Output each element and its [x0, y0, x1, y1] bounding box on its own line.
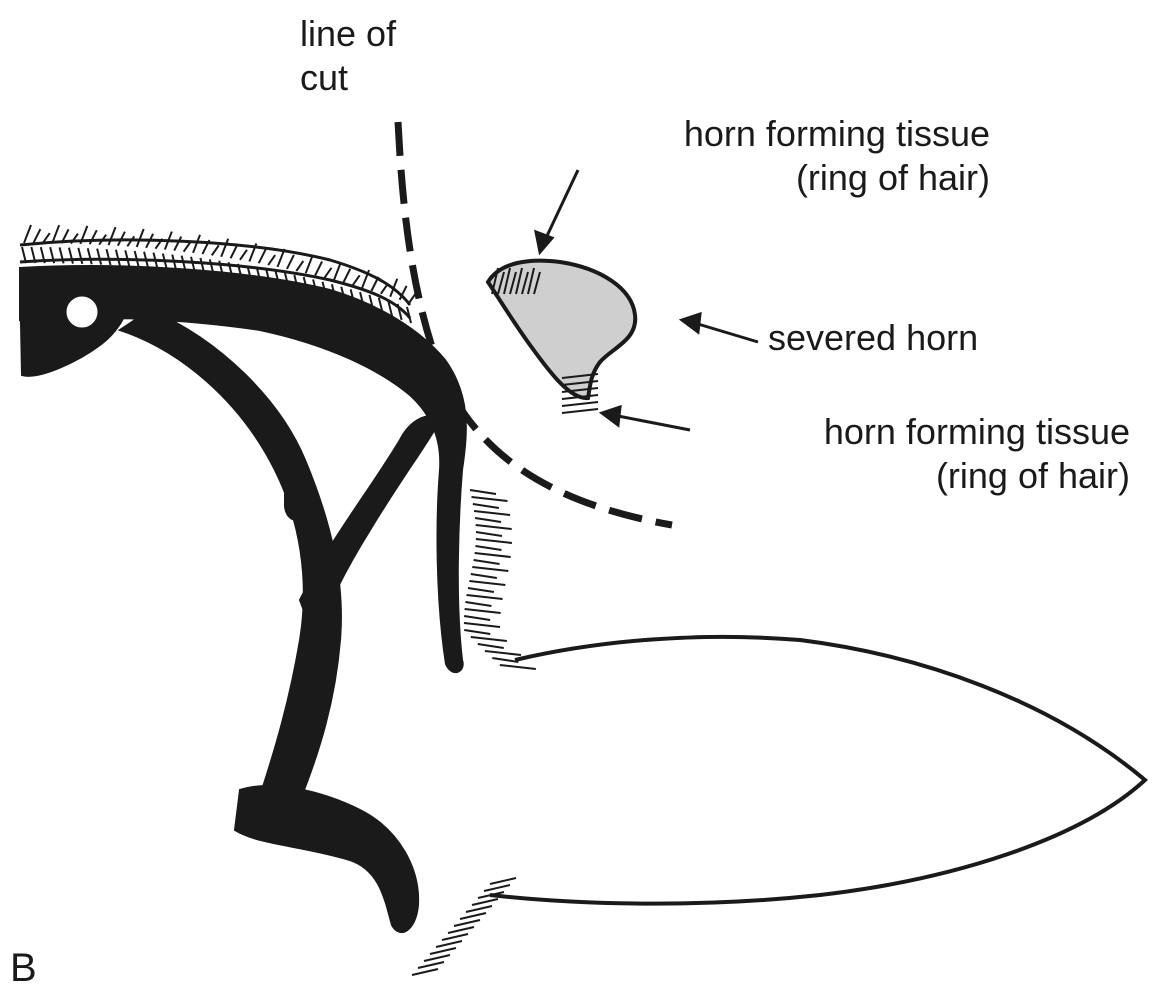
head-outline: [490, 637, 1145, 904]
label-line-of-cut-2: cut: [300, 56, 396, 100]
hair-stroke: [88, 248, 92, 264]
hair-stroke: [460, 913, 486, 919]
hair-stroke: [306, 255, 313, 273]
label-horn-tissue-top: horn forming tissue (ring of hair): [560, 112, 990, 200]
hair-stroke: [381, 284, 388, 294]
hair-stroke: [221, 239, 228, 257]
label-line-of-cut: line of cut: [300, 12, 396, 100]
hair-stroke: [490, 878, 516, 884]
hair-stroke: [484, 885, 510, 891]
hair-stroke: [430, 948, 456, 954]
hair-stroke: [109, 227, 116, 245]
label-line-of-cut-1: line of: [300, 12, 396, 56]
hair-stroke: [478, 644, 504, 648]
hair-stroke: [476, 539, 512, 543]
hair-stroke: [174, 237, 181, 251]
hair-stroke: [485, 651, 521, 655]
hair-stroke: [464, 623, 500, 627]
hair-stroke: [184, 242, 191, 252]
hair-stroke: [475, 553, 511, 557]
hair-stroke: [471, 637, 507, 641]
panel-letter: B: [10, 946, 37, 990]
hair-stroke: [259, 249, 266, 263]
hair-stroke: [334, 262, 341, 280]
hair-stroke: [466, 906, 492, 912]
hair-stroke: [472, 899, 498, 905]
hair-stroke: [69, 248, 73, 264]
hair-stroke: [212, 245, 219, 255]
hair-stroke: [472, 567, 508, 571]
hair-stroke: [240, 250, 247, 260]
hair-stroke: [287, 255, 294, 269]
hair-stroke: [474, 560, 500, 564]
hair-stroke: [424, 955, 450, 961]
hair-stroke: [562, 402, 598, 406]
hair-stroke: [343, 269, 350, 283]
face-hair-top: [464, 490, 536, 669]
label-horn-tissue-bottom-1: horn forming tissue: [700, 410, 1130, 454]
hair-stroke: [193, 235, 200, 253]
hair-stroke: [476, 532, 502, 536]
hair-stroke: [471, 497, 507, 501]
hair-stroke: [296, 261, 303, 271]
label-horn-tissue-top-2: (ring of hair): [560, 156, 990, 200]
hair-stroke: [137, 229, 144, 247]
hair-stroke: [268, 255, 275, 265]
hair-stroke: [116, 250, 120, 266]
arrow-to-bottom-tissue: [602, 407, 690, 430]
hair-stroke: [464, 630, 490, 634]
hair-stroke: [465, 602, 491, 606]
hair-stroke: [470, 490, 496, 494]
hair-stroke: [492, 658, 518, 662]
hair-stroke: [467, 595, 503, 599]
hair-stroke: [78, 248, 82, 264]
hair-stroke: [562, 409, 598, 413]
hair-stroke: [476, 525, 512, 529]
label-severed-horn-text: severed horn: [768, 317, 978, 358]
label-horn-tissue-top-1: horn forming tissue: [560, 112, 990, 156]
skull-bone: [20, 266, 466, 932]
hair-stroke: [436, 941, 462, 947]
label-severed-horn: severed horn: [768, 316, 978, 360]
hair-stroke: [474, 511, 510, 515]
hair-stroke: [418, 962, 444, 968]
hair-stroke: [231, 244, 238, 258]
hair-stroke: [473, 504, 499, 508]
severed-horn: [488, 261, 635, 398]
hair-stroke: [465, 609, 501, 613]
hair-stroke: [353, 275, 360, 285]
hair-stroke: [448, 927, 474, 933]
hair-stroke: [454, 920, 480, 926]
hair-stroke: [500, 665, 536, 669]
hair-stroke: [442, 934, 468, 940]
hair-stroke: [469, 581, 505, 585]
arrow-to-severed-horn: [682, 314, 758, 342]
hair-stroke: [97, 249, 101, 265]
hair-stroke: [475, 518, 501, 522]
hair-stroke: [412, 969, 438, 975]
hair-stroke: [371, 277, 378, 291]
hair-stroke: [24, 225, 31, 243]
hair-stroke: [33, 229, 40, 243]
hair-stroke: [464, 616, 490, 620]
hair-stroke: [468, 588, 494, 592]
hair-stroke: [324, 268, 331, 278]
hair-stroke: [90, 230, 97, 244]
hair-stroke: [315, 261, 322, 275]
hair-stroke: [475, 546, 501, 550]
hair-stroke: [471, 574, 497, 578]
face-hair-bottom: [412, 878, 516, 975]
label-horn-tissue-bottom-2: (ring of hair): [700, 454, 1130, 498]
label-horn-tissue-bottom: horn forming tissue (ring of hair): [700, 410, 1130, 498]
hair-stroke: [107, 249, 111, 265]
panel-letter-text: B: [10, 946, 37, 990]
